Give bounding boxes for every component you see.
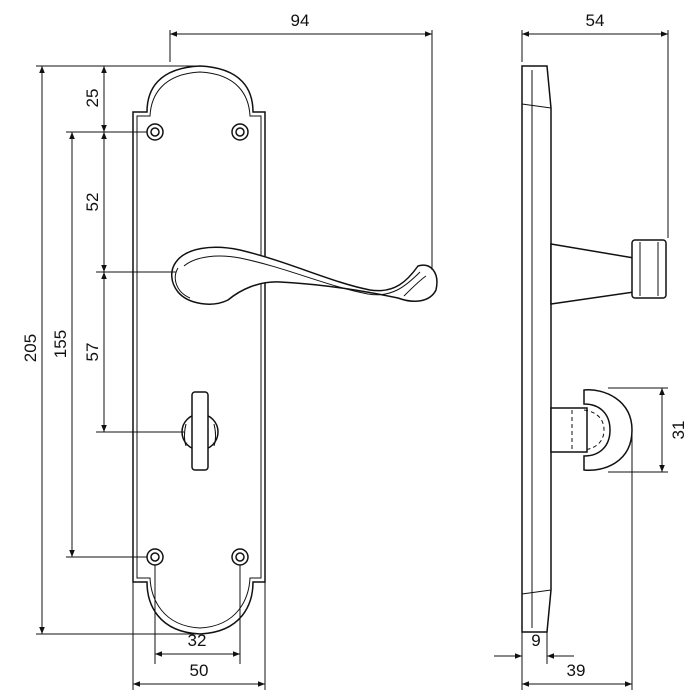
- side-thumb-turn-knob: [583, 389, 633, 471]
- lever-inner-line: [183, 255, 421, 296]
- side-thumb-turn-stem: [550, 407, 588, 453]
- label-hole-horizontal: 32: [188, 631, 207, 650]
- screw-hole-top-right: [231, 123, 249, 141]
- thumb-turn: [181, 391, 219, 471]
- screw-hole-bottom-right: [231, 548, 249, 566]
- screw-hole-bottom-left: [146, 548, 164, 566]
- dimension-labels: 94 54 205 155 25 52 57 31 32 50 9 39: [21, 11, 688, 680]
- label-turn-height: 31: [669, 421, 688, 440]
- label-plate-width: 50: [190, 661, 209, 680]
- label-hole-to-lever: 52: [83, 193, 102, 212]
- dimension-lines: [36, 30, 669, 690]
- side-view: [521, 65, 667, 633]
- lever-rose-arc: [174, 267, 191, 299]
- label-side-depth: 54: [586, 11, 605, 30]
- label-overall-height: 205: [21, 334, 40, 362]
- label-hole-spacing: 155: [51, 330, 70, 358]
- label-lever-to-turn: 57: [83, 343, 102, 362]
- screw-hole-top-left: [146, 123, 164, 141]
- lever-tip-curl: [403, 275, 427, 297]
- front-view: [132, 65, 438, 635]
- side-plate-profile: [521, 65, 552, 633]
- label-plate-thickness: 9: [531, 631, 540, 650]
- backplate-inner-edge: [136, 71, 262, 629]
- side-lever-neck: [550, 243, 635, 305]
- side-lever-grip: [631, 239, 667, 299]
- label-depth-to-turn: 39: [567, 661, 586, 680]
- label-top-to-hole: 25: [83, 89, 102, 108]
- label-overall-width: 94: [291, 11, 310, 30]
